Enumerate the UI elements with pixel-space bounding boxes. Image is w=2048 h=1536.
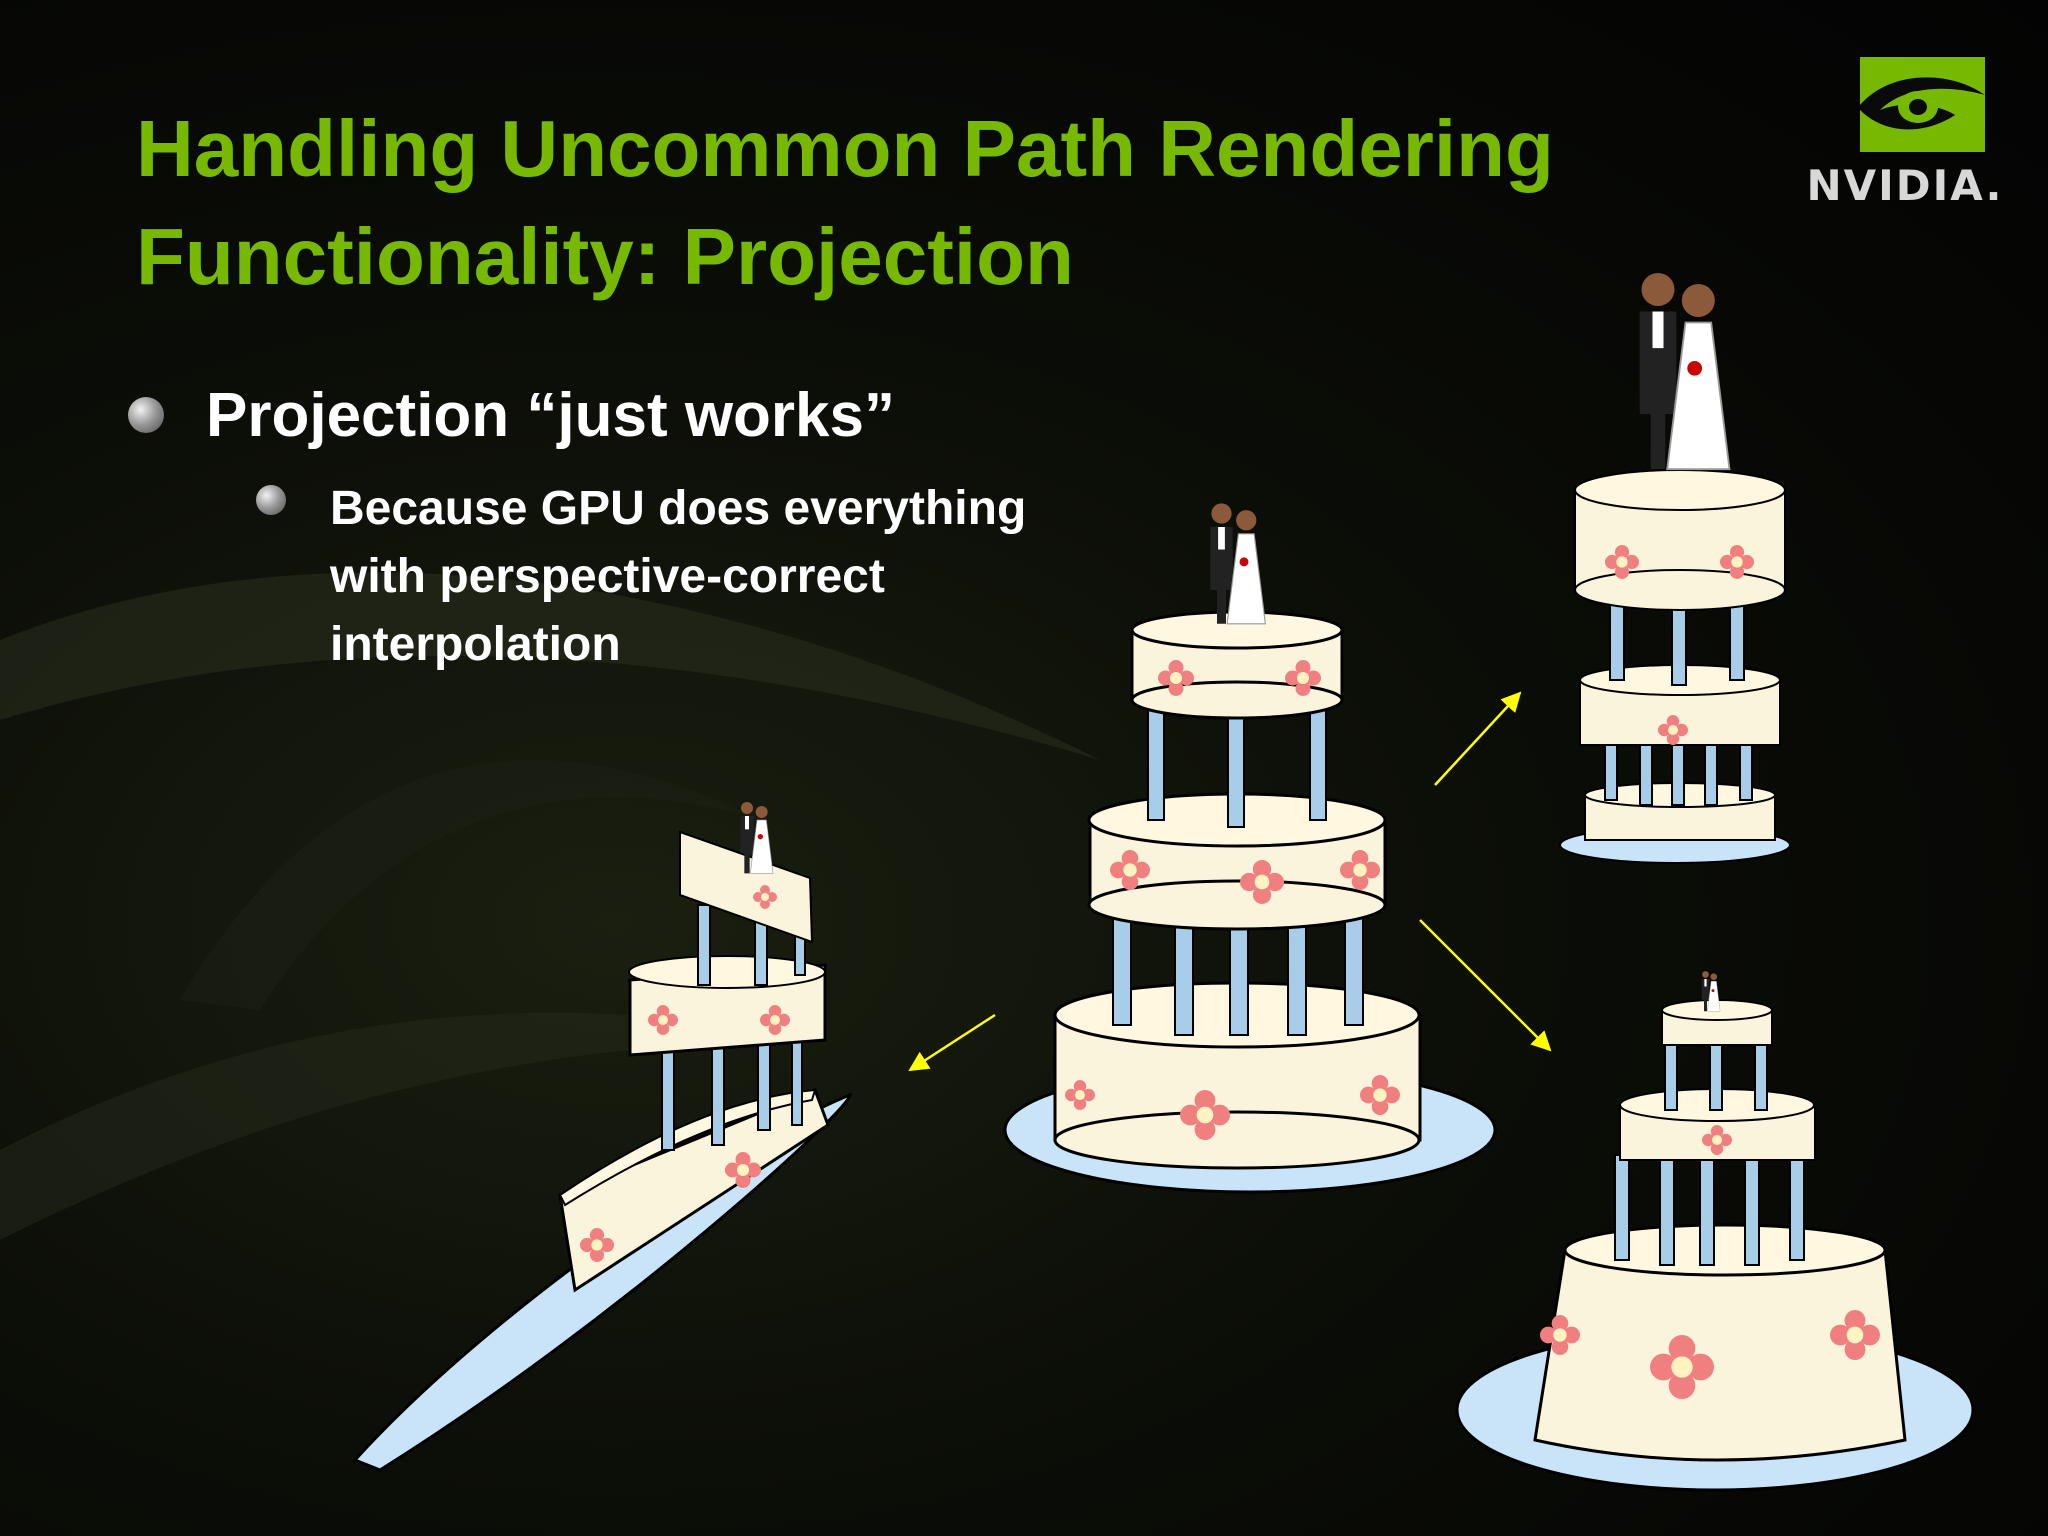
title-line-2: Functionality: Projection <box>136 212 1074 301</box>
bullet-dot-icon <box>128 397 164 433</box>
logo-wordmark: NVIDIA. <box>1806 161 2003 210</box>
sub-bullet-line-3: interpolation <box>330 618 621 671</box>
arrow-to-top-right <box>1434 691 1522 786</box>
sub-bullet-text: Because GPU does everything with perspec… <box>330 475 1230 679</box>
slide-title: Handling Uncommon Path Rendering Functio… <box>136 95 1776 311</box>
sub-bullet-item: Because GPU does everything with perspec… <box>256 475 1230 679</box>
bullet-text: Projection “just works” <box>206 380 896 450</box>
bullet-item: Projection “just works” <box>128 375 895 455</box>
center-cake <box>1003 502 1497 1194</box>
sub-bullet-line-1: Because GPU does everything <box>330 482 1027 535</box>
projection-arrows <box>908 691 1552 1072</box>
nvidia-logo: NVIDIA. <box>1806 57 2003 210</box>
sub-bullet-line-2: with perspective-correct <box>330 550 885 603</box>
arrow-to-left <box>908 1013 996 1072</box>
top-right-cake <box>1559 271 1791 864</box>
left-cake <box>352 801 852 1472</box>
bottom-right-cake <box>1455 970 1975 1492</box>
sub-bullet-dot-icon <box>256 485 286 515</box>
title-line-1: Handling Uncommon Path Rendering <box>136 104 1554 193</box>
arrow-to-bottom-right <box>1419 919 1552 1052</box>
